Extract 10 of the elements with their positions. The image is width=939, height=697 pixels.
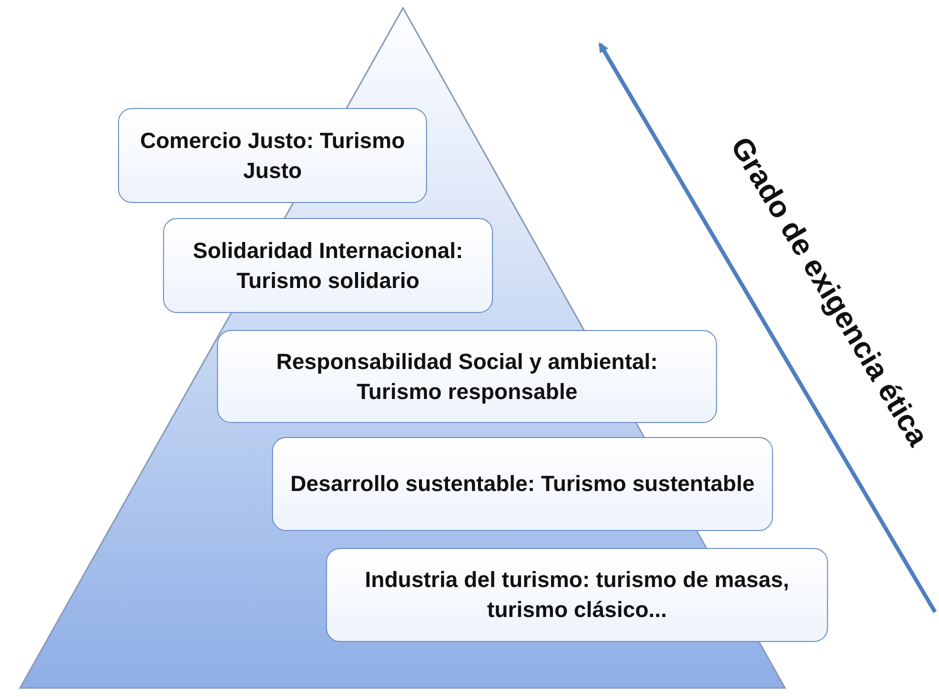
level-label: Solidaridad Internacional: Turismo solidario <box>192 236 464 294</box>
level-box <box>217 330 717 423</box>
level-label: Comercio Justo: Turismo Justo <box>139 126 406 184</box>
level-box <box>163 218 493 313</box>
level-box <box>118 108 427 203</box>
level-label: Industria del turismo: turismo de masas, turismo clásico... <box>364 566 790 624</box>
level-label: Desarrollo sustentable: Turismo sustentable <box>290 470 755 498</box>
level-label: Responsabilidad Social y ambiental: Turismo responsable <box>275 348 659 406</box>
level-box <box>326 548 828 642</box>
level-box <box>272 437 773 531</box>
